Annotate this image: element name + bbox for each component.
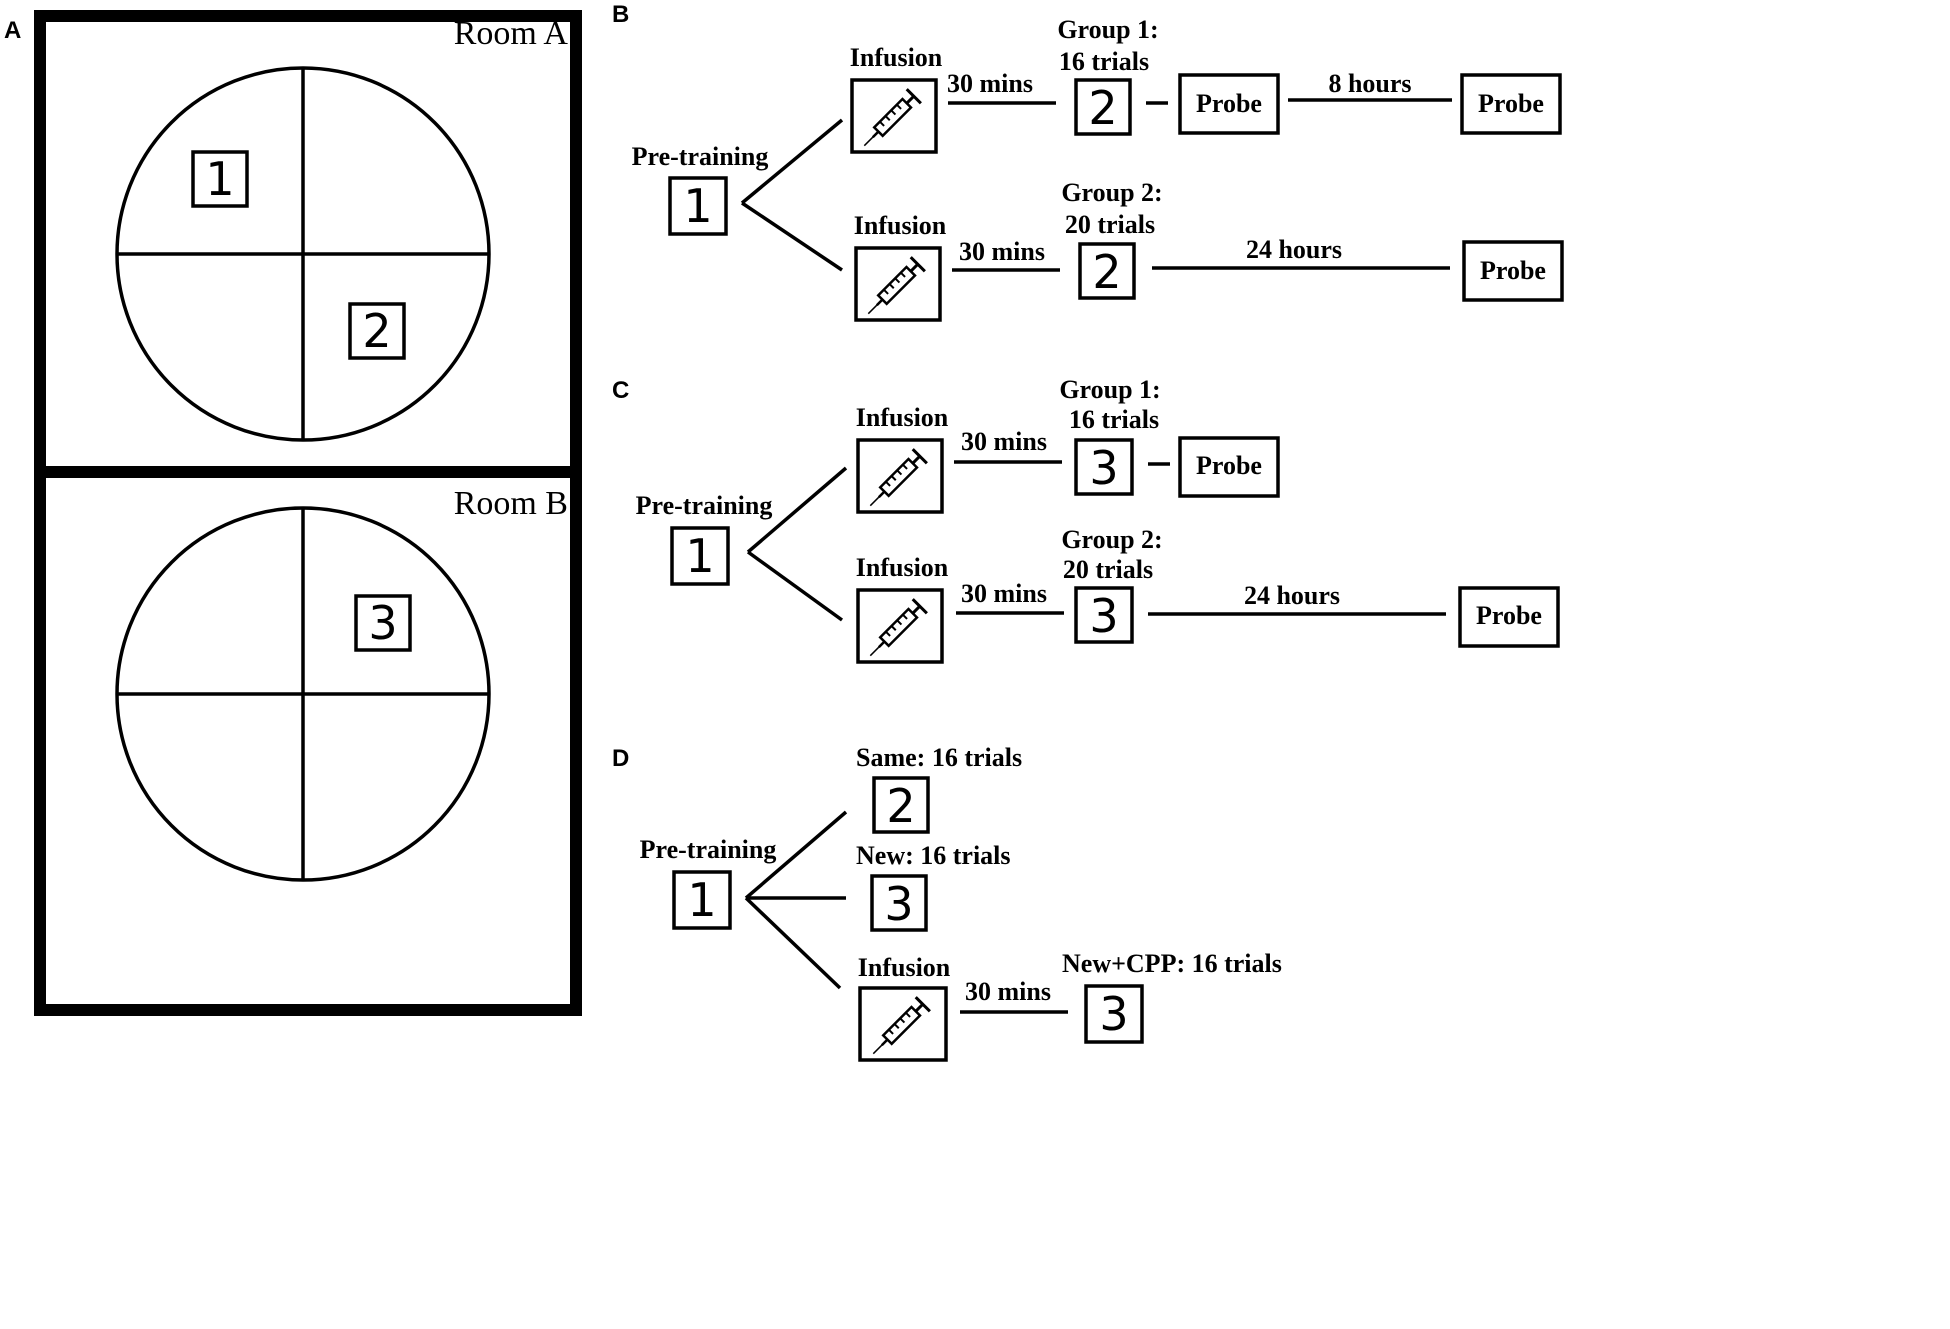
svg-text:1: 1 bbox=[687, 873, 716, 927]
goal-1-room-a: 1 bbox=[191, 150, 249, 208]
delay-label-d: 30 mins bbox=[965, 977, 1051, 1006]
cpp-label-d: New+CPP: 16 trials bbox=[1062, 949, 1282, 978]
pretraining-label-d: Pre-training bbox=[640, 835, 777, 864]
svg-text:2: 2 bbox=[1088, 81, 1117, 135]
probe-box-c-bottom: Probe bbox=[1458, 586, 1560, 648]
svg-text:2: 2 bbox=[886, 779, 915, 833]
svg-text:Probe: Probe bbox=[1478, 89, 1544, 118]
trials-label-b-bottom: 20 trials bbox=[1065, 210, 1155, 239]
pretraining-label-b: Pre-training bbox=[632, 142, 769, 171]
probe-box-b-top-1: Probe bbox=[1178, 73, 1280, 135]
infusion-label-b-bottom: Infusion bbox=[854, 211, 947, 240]
syringe-icon bbox=[854, 246, 942, 323]
interval-label-c-bottom: 24 hours bbox=[1244, 581, 1340, 610]
probe-box-c-top: Probe bbox=[1178, 436, 1280, 498]
goal-box-c-bottom: 3 bbox=[1074, 586, 1134, 644]
svg-text:Probe: Probe bbox=[1196, 451, 1262, 480]
goal-box-b-top: 2 bbox=[1074, 78, 1132, 136]
panel-letter-b: B bbox=[612, 1, 629, 28]
delay-label-c-bottom: 30 mins bbox=[961, 579, 1047, 608]
infusion-label-b-top: Infusion bbox=[850, 43, 943, 72]
trials-label-c-bottom: 20 trials bbox=[1063, 555, 1153, 584]
group-label-b-top: Group 1: bbox=[1057, 15, 1158, 44]
goal-box-c-top: 3 bbox=[1074, 438, 1134, 496]
probe-box-b-top-2: Probe bbox=[1460, 73, 1562, 135]
room-b-label: Room B bbox=[454, 485, 568, 522]
svg-text:2: 2 bbox=[362, 304, 391, 358]
svg-text:1: 1 bbox=[683, 179, 712, 233]
room-b: Room B 3 bbox=[34, 466, 582, 1016]
svg-text:3: 3 bbox=[1099, 987, 1128, 1041]
panel-letter-c: C bbox=[612, 377, 629, 404]
infusion-label-c-top: Infusion bbox=[856, 403, 949, 432]
group-label-c-top: Group 1: bbox=[1059, 375, 1160, 404]
svg-text:3: 3 bbox=[884, 877, 913, 931]
syringe-icon bbox=[856, 588, 944, 665]
infusion-label-d: Infusion bbox=[858, 953, 951, 982]
start-box-b: 1 bbox=[668, 176, 728, 236]
delay-label-b-top: 30 mins bbox=[947, 69, 1033, 98]
delay-label-b-bottom: 30 mins bbox=[959, 237, 1045, 266]
start-box-c: 1 bbox=[670, 526, 730, 586]
same-label-d: Same: 16 trials bbox=[856, 743, 1022, 772]
interval-label-b-top: 8 hours bbox=[1328, 69, 1411, 98]
start-box-d: 1 bbox=[672, 870, 732, 930]
svg-text:3: 3 bbox=[368, 596, 397, 650]
syringe-icon bbox=[858, 986, 948, 1063]
svg-text:3: 3 bbox=[1089, 589, 1118, 643]
goal-box-d-new: 3 bbox=[870, 874, 928, 932]
new-label-d: New: 16 trials bbox=[856, 841, 1011, 870]
panel-letter-a: A bbox=[4, 17, 21, 44]
room-a-label: Room A bbox=[454, 15, 569, 52]
delay-label-c-top: 30 mins bbox=[961, 427, 1047, 456]
syringe-icon bbox=[856, 438, 944, 515]
group-label-c-bottom: Group 2: bbox=[1061, 525, 1162, 554]
syringe-icon bbox=[850, 78, 938, 155]
pretraining-label-c: Pre-training bbox=[636, 491, 773, 520]
goal-2-room-a: 2 bbox=[348, 302, 406, 360]
trials-label-c-top: 16 trials bbox=[1069, 405, 1159, 434]
goal-3-room-b: 3 bbox=[354, 594, 412, 652]
svg-text:1: 1 bbox=[205, 152, 234, 206]
goal-box-d-same: 2 bbox=[872, 776, 930, 834]
svg-text:Probe: Probe bbox=[1480, 256, 1546, 285]
interval-label-b-bottom: 24 hours bbox=[1246, 235, 1342, 264]
panel-letter-d: D bbox=[612, 745, 629, 772]
svg-text:3: 3 bbox=[1089, 441, 1118, 495]
room-a: Room A 1 2 bbox=[34, 10, 582, 478]
svg-text:Probe: Probe bbox=[1476, 601, 1542, 630]
goal-box-d-cpp: 3 bbox=[1084, 984, 1144, 1044]
svg-text:1: 1 bbox=[685, 529, 714, 583]
trials-label-b-top: 16 trials bbox=[1059, 47, 1149, 76]
probe-box-b-bottom: Probe bbox=[1462, 240, 1564, 302]
svg-text:Probe: Probe bbox=[1196, 89, 1262, 118]
group-label-b-bottom: Group 2: bbox=[1061, 178, 1162, 207]
goal-box-b-bottom: 2 bbox=[1078, 242, 1136, 300]
svg-text:2: 2 bbox=[1092, 245, 1121, 299]
infusion-label-c-bottom: Infusion bbox=[856, 553, 949, 582]
